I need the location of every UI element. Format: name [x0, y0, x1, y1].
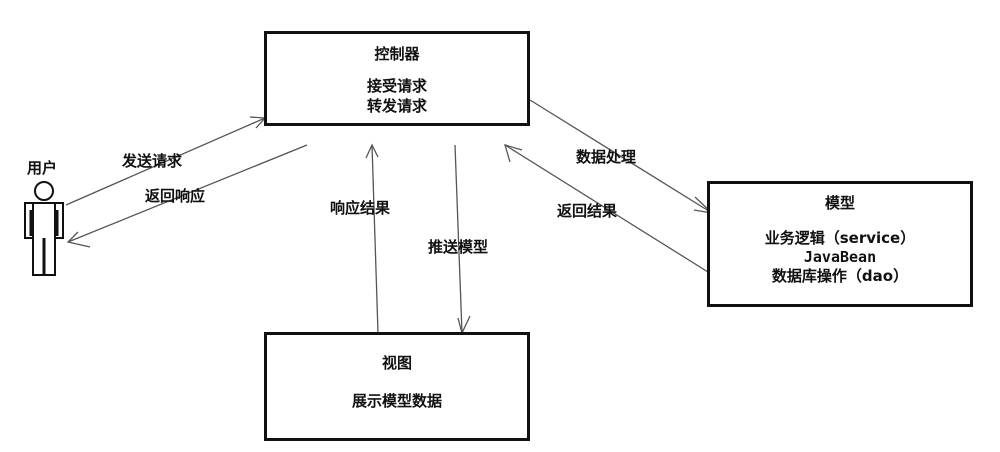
data-processing-label: 数据处理 — [576, 148, 637, 166]
return-response-arrow — [66, 144, 308, 248]
response-result-arrow — [365, 143, 379, 334]
view-line: 展示模型数据 — [351, 392, 442, 410]
return-result-arrow — [504, 144, 709, 273]
view-title: 视图 — [381, 354, 412, 372]
controller-box: 控制器 接受请求 转发请求 — [264, 31, 530, 126]
view-box: 视图 展示模型数据 — [264, 332, 530, 441]
response-result-label: 响应结果 — [330, 199, 391, 217]
controller-title: 控制器 — [374, 45, 420, 63]
model-line: 数据库操作（dao） — [771, 267, 909, 285]
user-stick-figure-icon — [24, 181, 64, 276]
model-line: 业务逻辑（service） — [764, 229, 916, 247]
model-box: 模型 业务逻辑（service） JavaBean 数据库操作（dao） — [707, 181, 973, 307]
controller-line: 接受请求 — [366, 77, 427, 95]
send-request-label: 发送请求 — [122, 152, 183, 170]
model-line: JavaBean — [803, 248, 877, 266]
model-title: 模型 — [824, 194, 855, 212]
push-model-label: 推送模型 — [428, 238, 489, 256]
user-label: 用户 — [27, 159, 58, 177]
return-result-label: 返回结果 — [557, 202, 618, 220]
return-response-label: 返回响应 — [145, 187, 206, 205]
controller-line: 转发请求 — [366, 97, 427, 115]
